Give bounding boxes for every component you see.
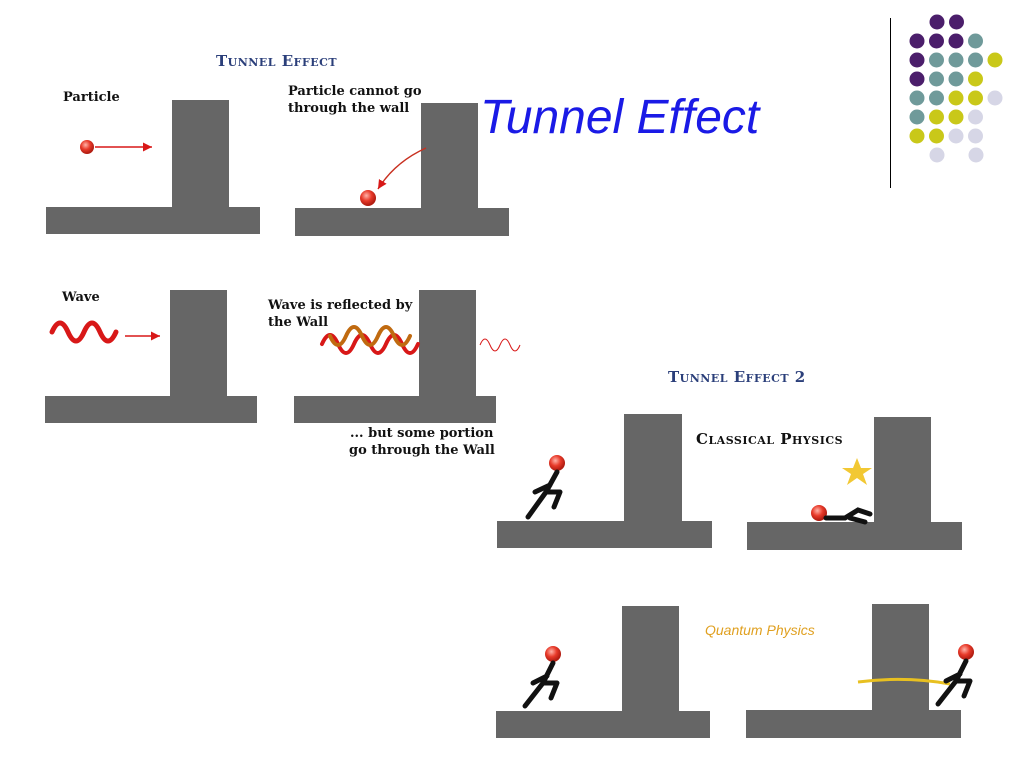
- particle-wall-panel: [46, 100, 260, 234]
- decorative-dot: [929, 14, 945, 30]
- decorative-dot: [948, 128, 964, 144]
- transmitted-wave: [479, 338, 521, 352]
- decorative-dot: [948, 90, 964, 106]
- decorative-dot-grid: [909, 14, 1003, 163]
- decorative-dot: [948, 71, 964, 87]
- wave-portion-caption-line1: ... but some portion: [350, 426, 494, 441]
- decorative-dot: [987, 52, 1003, 68]
- particle-blocked-caption-line2: through the wall: [288, 101, 410, 116]
- quantum-physics-label: Quantum Physics: [705, 622, 815, 638]
- particle-ball: [80, 140, 94, 154]
- decorative-dot: [929, 128, 944, 144]
- particle-label: Particle: [63, 90, 120, 105]
- figure2-heading: Tunnel Effect 2: [668, 368, 806, 386]
- decorative-dot: [948, 109, 964, 125]
- bounced-ball: [360, 190, 376, 206]
- quantum-left-panel: [496, 606, 710, 738]
- decorative-dot: [909, 71, 925, 87]
- classical-left-panel: [497, 414, 712, 548]
- fallen-stickman: [823, 507, 873, 525]
- quantum-right-panel: [746, 604, 974, 738]
- particle-blocked-panel: [295, 103, 509, 236]
- decorative-dot: [968, 52, 983, 68]
- title-divider-line: [890, 18, 891, 188]
- classical-physics-label: Classical Physics: [696, 430, 844, 448]
- tunnel-streak: [857, 677, 951, 686]
- decorative-dot: [948, 33, 964, 49]
- decorative-dot: [929, 71, 944, 87]
- stickman-ball: [549, 455, 565, 471]
- decorative-dot: [968, 128, 983, 144]
- decorative-dot: [929, 33, 944, 49]
- quantum-stickman-ball: [545, 646, 561, 662]
- decorative-dot: [968, 33, 983, 49]
- decorative-dot: [909, 109, 925, 125]
- figure1-heading: Tunnel Effect: [216, 52, 338, 70]
- wave-reflected-panel: [294, 290, 521, 423]
- wave-reflected-caption-line2: the Wall: [268, 315, 329, 330]
- decorative-dot: [929, 52, 944, 68]
- quantum-stickman: [522, 660, 560, 709]
- wave-reflected-caption-line1: Wave is reflected by: [268, 298, 413, 313]
- tunneled-stickman: [935, 658, 973, 707]
- decorative-dot: [968, 147, 984, 163]
- wave-portion-caption-line2: go through the Wall: [349, 443, 495, 458]
- decorative-dot: [968, 109, 983, 125]
- stickman-pushing: [525, 469, 563, 520]
- decorative-dot: [929, 147, 945, 163]
- tunneled-ball: [958, 644, 974, 660]
- wave-label: Wave: [62, 290, 100, 305]
- decorative-dot: [909, 90, 925, 106]
- impact-star: [842, 458, 872, 485]
- fallen-ball: [811, 505, 827, 521]
- decorative-dot: [909, 52, 925, 68]
- decorative-dot: [948, 52, 964, 68]
- particle-blocked-caption-line1: Particle cannot go: [288, 84, 422, 99]
- classical-right-panel: [747, 417, 962, 550]
- decorative-dot: [987, 90, 1003, 106]
- decorative-dot: [968, 90, 983, 106]
- reflected-wave: [328, 325, 412, 347]
- decorative-dot: [909, 128, 925, 144]
- decorative-dot: [929, 90, 944, 106]
- decorative-dot: [949, 14, 964, 30]
- slide-title: Tunnel Effect: [480, 91, 760, 144]
- bounce-arrow: [377, 147, 427, 190]
- decorative-dot: [968, 71, 983, 87]
- wave-wall-panel: [45, 290, 257, 423]
- wave-squiggle: [49, 320, 119, 344]
- decorative-dot: [929, 109, 944, 125]
- decorative-dot: [909, 33, 925, 49]
